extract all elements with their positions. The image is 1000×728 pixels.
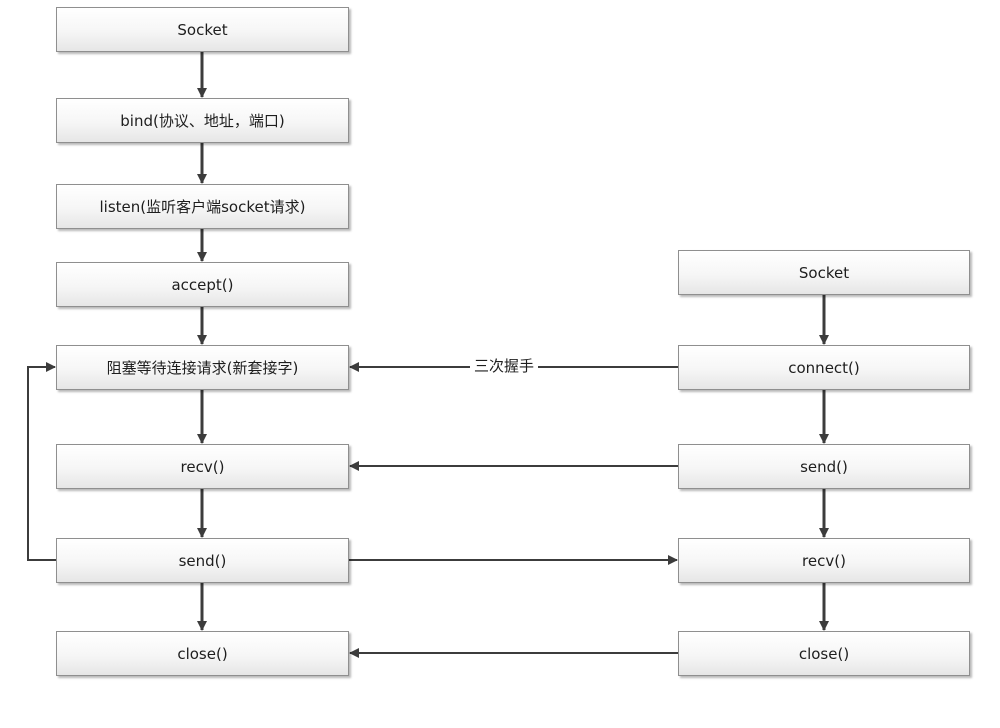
client-connect-box: connect() [678,345,970,390]
server-block-wait-box: 阻塞等待连接请求(新套接字) [56,345,349,390]
client-close-box: close() [678,631,970,676]
server-socket-label: Socket [177,20,228,39]
client-send-label: send() [800,457,848,476]
client-socket-label: Socket [798,263,850,282]
client-connect-label: connect() [788,358,860,377]
client-close-label: close() [798,644,850,663]
server-listen-box: listen(监听客户端socket请求) [56,184,349,229]
client-recv-box: recv() [678,538,970,583]
server-recv-box: recv() [56,444,349,489]
server-bind-label: bind(协议、地址，端口) [120,112,285,130]
server-listen-label: listen(监听客户端socket请求) [99,198,306,216]
arrow-loop-send-to-block [27,362,56,561]
server-block-wait-label: 阻塞等待连接请求(新套接字) [106,359,299,377]
server-send-box: send() [56,538,349,583]
client-recv-label: recv() [802,551,846,570]
client-socket-box: Socket [678,250,970,295]
server-bind-box: bind(协议、地址，端口) [56,98,349,143]
server-close-box: close() [56,631,349,676]
server-send-label: send() [178,551,227,570]
server-recv-label: recv() [180,457,225,476]
server-accept-box: accept() [56,262,349,307]
server-close-label: close() [177,644,228,663]
client-send-box: send() [678,444,970,489]
handshake-label: 三次握手 [470,356,539,376]
server-socket-box: Socket [56,7,349,52]
server-accept-label: accept() [171,275,234,294]
